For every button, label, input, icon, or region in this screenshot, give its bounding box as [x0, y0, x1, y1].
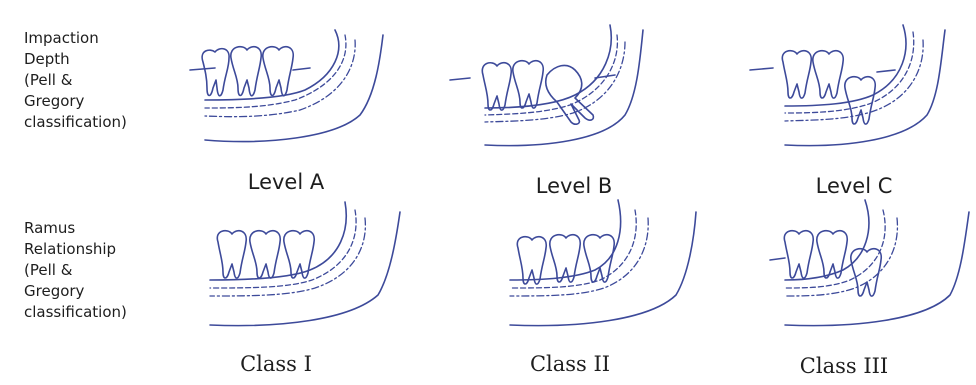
caption-level-b: Level B	[474, 174, 674, 198]
caption-class-i: Class I	[176, 352, 376, 376]
diagram-class-iii	[765, 200, 975, 340]
caption-level-a: Level A	[186, 170, 386, 194]
diagram-level-c	[745, 20, 955, 160]
caption-class-ii: Class II	[470, 352, 670, 376]
row-label-impaction-depth: Impaction Depth (Pell & Gregory classifi…	[24, 28, 127, 133]
caption-class-iii: Class III	[744, 354, 944, 378]
diagram-class-ii	[500, 200, 710, 340]
caption-level-c: Level C	[754, 174, 954, 198]
row-label-ramus-relationship: Ramus Relationship (Pell & Gregory class…	[24, 218, 127, 323]
diagram-level-a	[185, 20, 395, 160]
diagram-class-i	[200, 200, 410, 340]
diagram-level-b	[445, 20, 655, 160]
